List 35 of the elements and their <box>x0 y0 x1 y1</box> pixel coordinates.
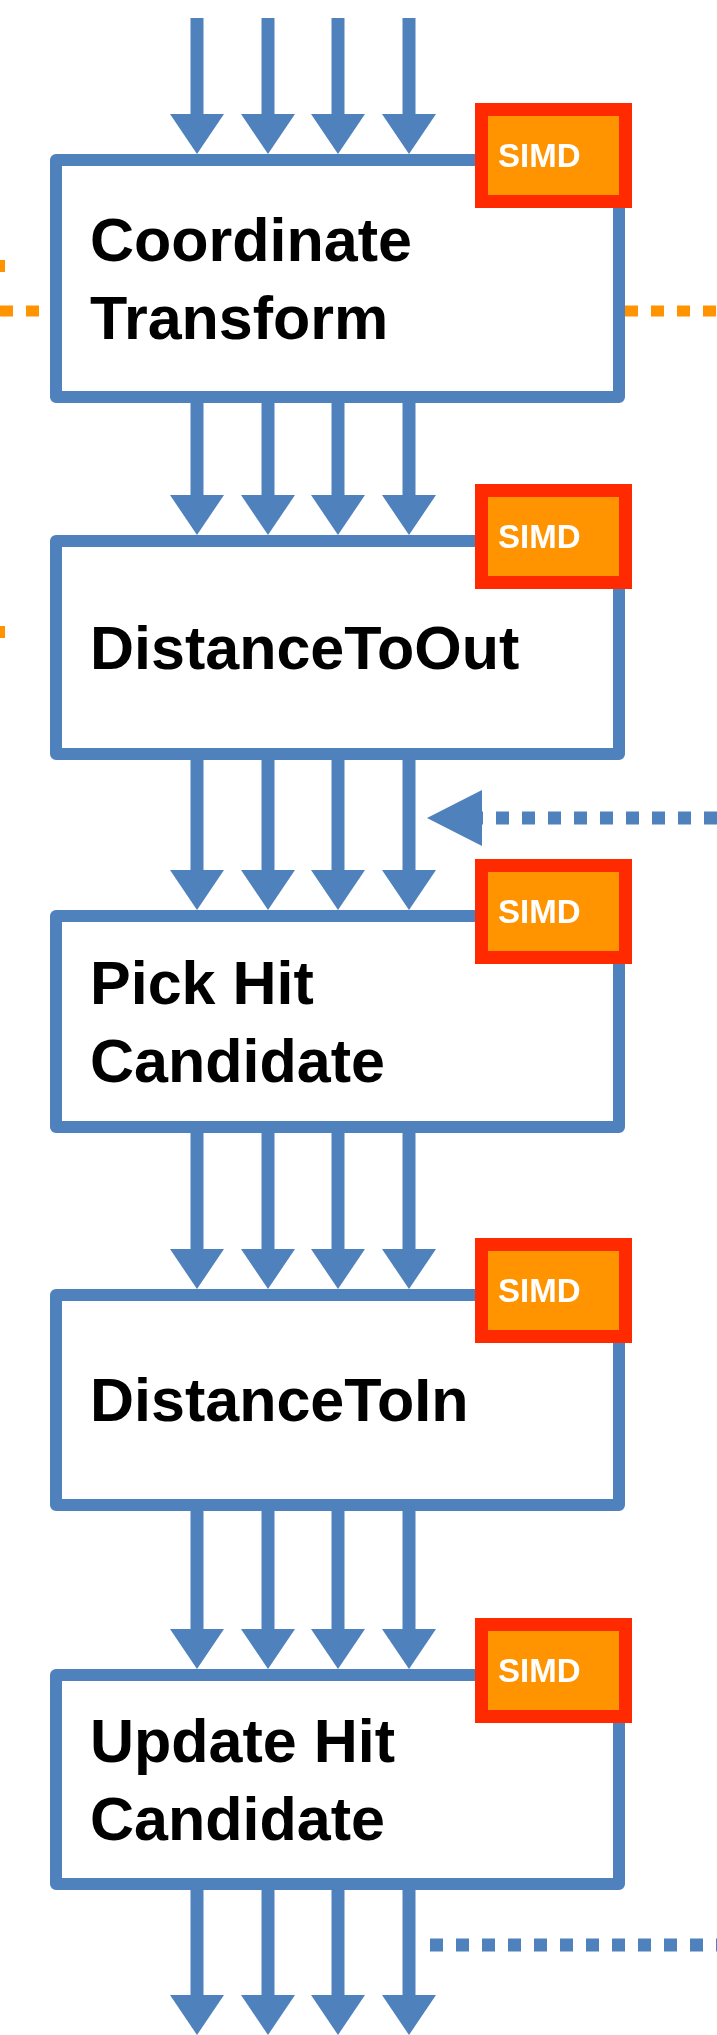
step-label: DistanceToIn <box>90 1365 470 1436</box>
arrow <box>170 403 224 535</box>
arrow <box>170 1890 224 2035</box>
arrow <box>382 1511 436 1669</box>
arrow <box>170 18 224 154</box>
arrow <box>241 18 295 154</box>
simd-badge: SIMD <box>475 1618 632 1723</box>
simd-badge: SIMD <box>475 859 632 964</box>
arrow <box>311 1133 365 1289</box>
arrow <box>311 18 365 154</box>
arrow <box>170 1133 224 1289</box>
simd-badge: SIMD <box>475 484 632 589</box>
dotted-line <box>625 305 717 317</box>
arrow <box>311 403 365 535</box>
simd-badge: SIMD <box>475 103 632 208</box>
arrow <box>382 760 436 910</box>
arrow <box>382 403 436 535</box>
step-label: DistanceToOut <box>90 612 521 684</box>
step-label: Coordinate Transform <box>90 204 413 354</box>
arrow <box>311 1890 365 2035</box>
arrow <box>241 760 295 910</box>
arrow <box>170 760 224 910</box>
arrow <box>241 1890 295 2035</box>
arrow <box>382 1890 436 2035</box>
arrow <box>241 1511 295 1669</box>
arrow <box>311 1511 365 1669</box>
arrow <box>170 1511 224 1669</box>
step-label: Pick Hit Candidate <box>90 947 386 1097</box>
arrow <box>241 403 295 535</box>
arrow <box>241 1133 295 1289</box>
arrow <box>311 760 365 910</box>
arrow <box>382 1133 436 1289</box>
simd-badge: SIMD <box>475 1238 632 1343</box>
arrow <box>382 18 436 154</box>
step-label: Update Hit Candidate <box>90 1705 396 1855</box>
